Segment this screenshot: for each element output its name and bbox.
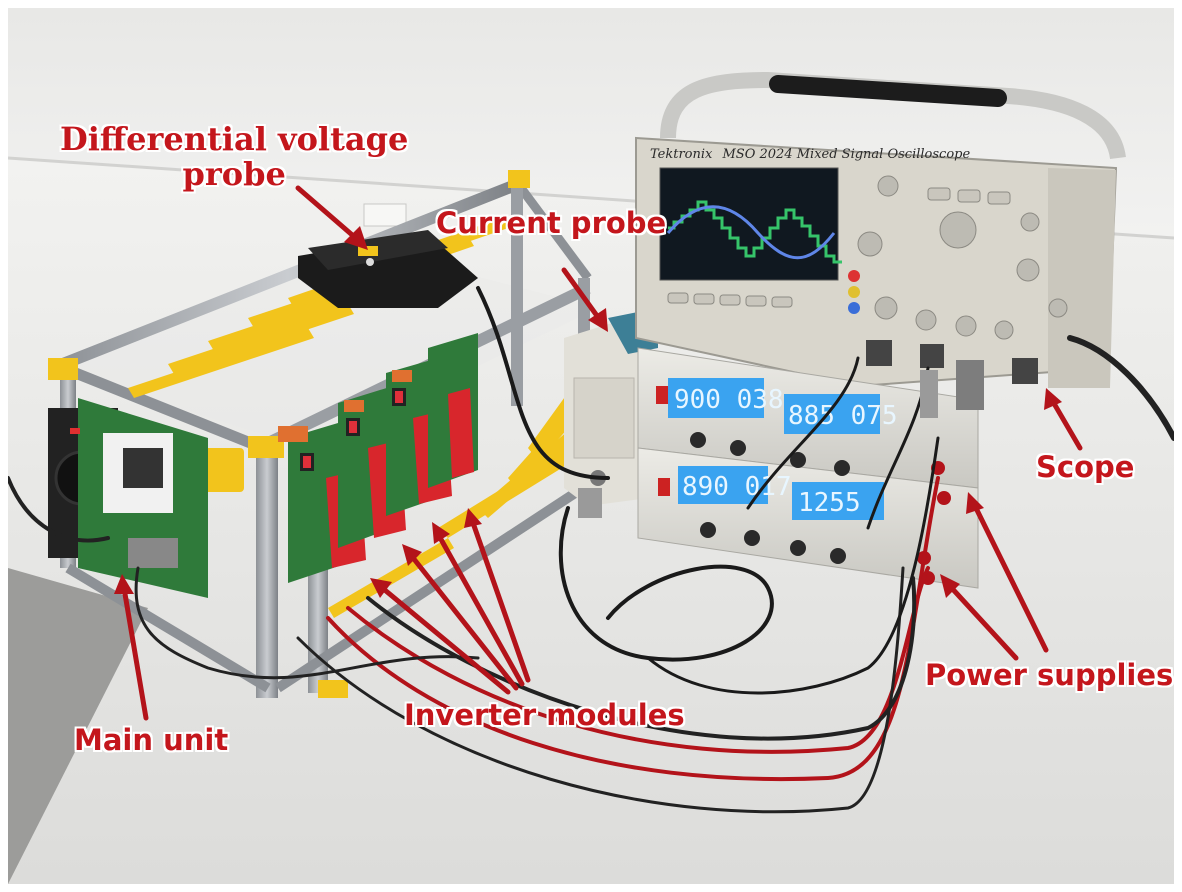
- arrow-inverter-2: [407, 551, 519, 691]
- label-scope: Scope: [1036, 450, 1135, 484]
- psu-display-upper-left: 900 038: [674, 385, 784, 415]
- scope-brand: Tektronix: [650, 147, 713, 162]
- label-diff-line2: probe: [182, 155, 286, 194]
- label-diff-line1: Differential voltage: [60, 120, 409, 158]
- floor: [8, 568, 148, 884]
- inverter-modules: [278, 333, 478, 583]
- scope-model: MSO 2024 Mixed Signal Oscilloscope: [722, 147, 971, 162]
- label-current-probe: Current probe: [436, 206, 667, 240]
- arrow-main-unit: [121, 585, 149, 721]
- psu-display-lower-right: 1255: [798, 488, 861, 518]
- psu-display-lower-left: 890 017: [682, 472, 792, 502]
- arrow-current-probe: [561, 267, 603, 323]
- wall-socket: [363, 203, 407, 227]
- arrow-inverter-4: [469, 517, 531, 683]
- current-probe-amplifier: [564, 308, 658, 518]
- label-differential-voltage-probe: Differential voltage probe: [60, 120, 409, 194]
- arrow-inverter-3: [435, 531, 525, 687]
- cables: [8, 286, 1174, 814]
- arrow-diff-probe: [295, 185, 361, 243]
- scope-brand-text: Tektronix MSO 2024 Mixed Signal Oscillos…: [650, 147, 970, 162]
- lab-setup-photo: Tektronix MSO 2024 Mixed Signal Oscillos…: [8, 8, 1174, 884]
- arrow-scope: [1049, 397, 1083, 451]
- scope-trace-blue: [666, 205, 836, 260]
- power-supply-stack: 900 038 885 075 890 017 1255: [637, 347, 979, 589]
- label-power-supplies: Power supplies: [925, 658, 1174, 692]
- arrow-power-1: [971, 501, 1049, 653]
- differential-voltage-probe: [298, 230, 478, 308]
- oscilloscope: Tektronix MSO 2024 Mixed Signal Oscillos…: [635, 71, 1126, 388]
- main-unit-board: [48, 398, 208, 598]
- arrow-power-2: [945, 581, 1019, 661]
- psu-display-upper-right: 885 075: [788, 401, 898, 431]
- label-main-unit: Main unit: [74, 723, 229, 757]
- arrow-inverter-1: [377, 583, 511, 695]
- annotation-arrows: [114, 185, 1083, 721]
- label-inverter-modules: Inverter modules: [404, 698, 685, 732]
